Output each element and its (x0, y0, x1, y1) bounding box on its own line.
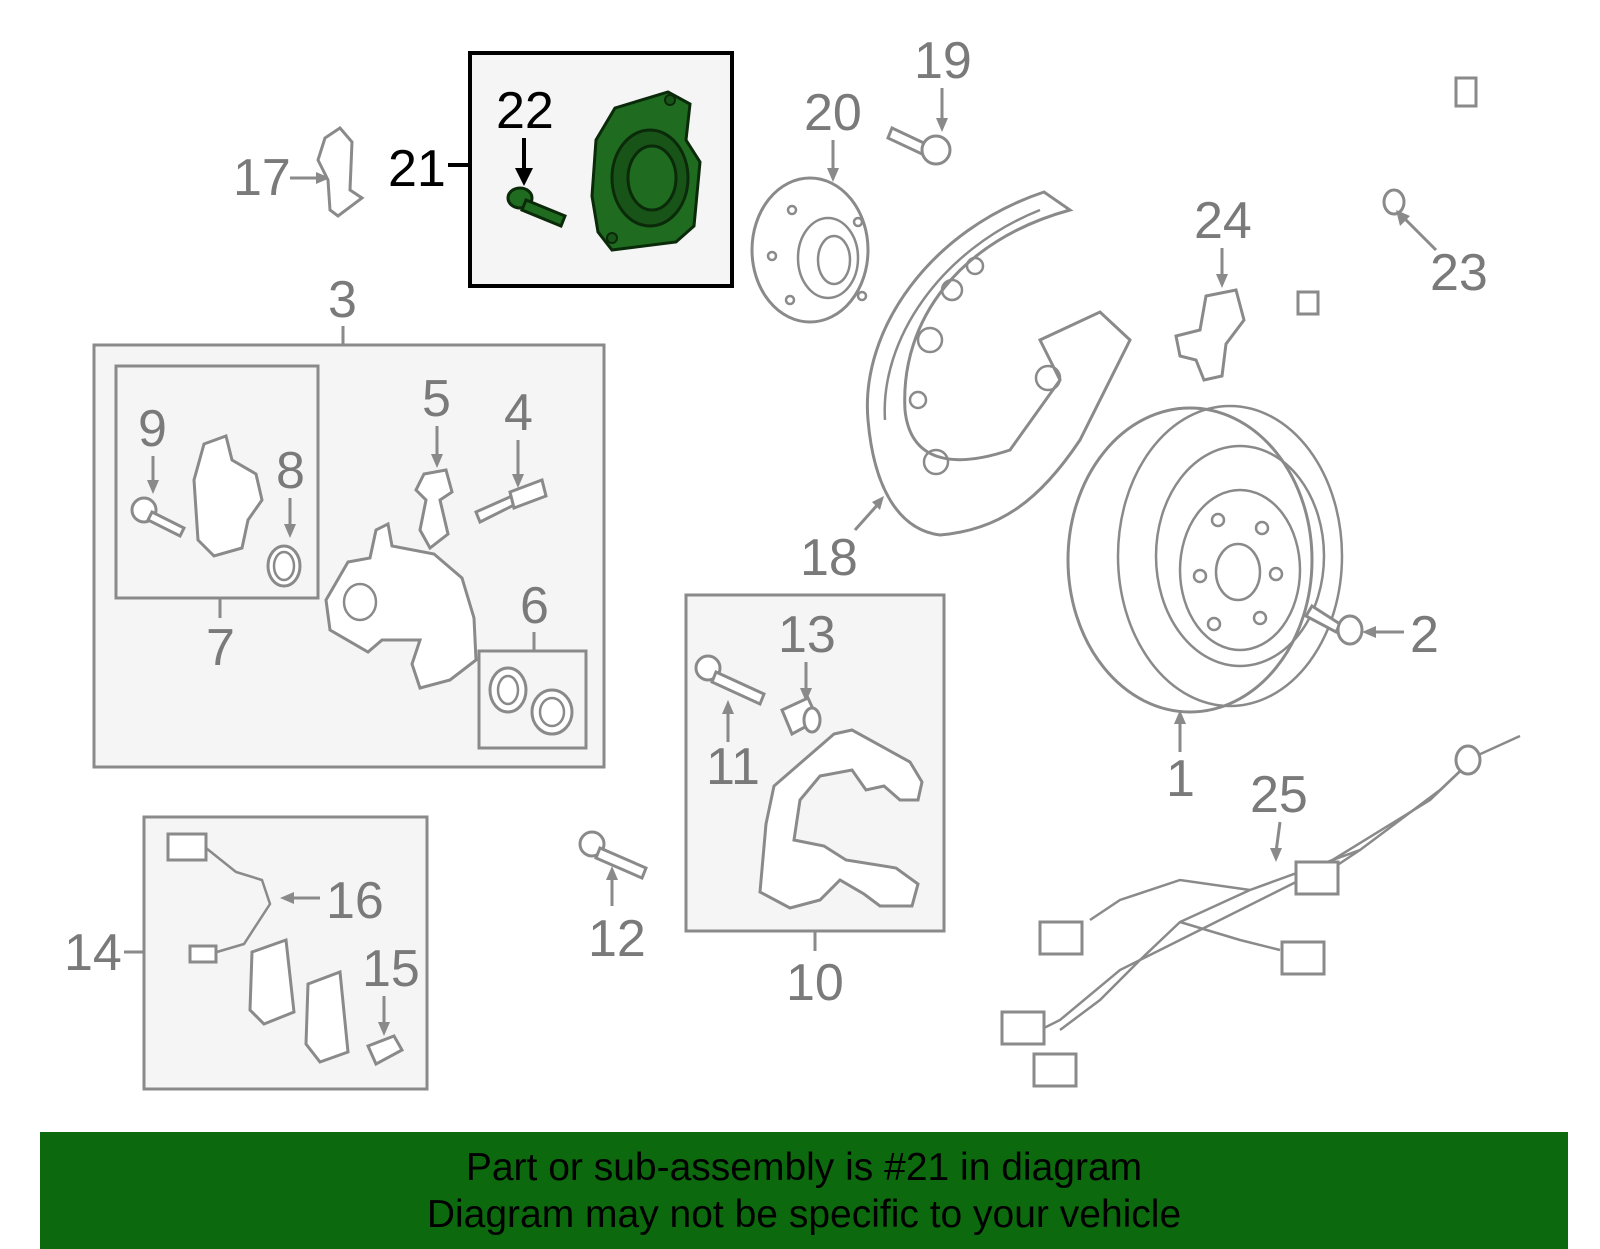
callout-13: 13 (778, 606, 836, 664)
callout-10: 10 (786, 954, 844, 1012)
callout-9: 9 (138, 400, 167, 458)
wheel-speed-sensor-24 (1174, 288, 1246, 382)
wheel-bearing-hub-21 (590, 90, 702, 252)
callout-16: 16 (326, 872, 384, 930)
dust-shield-18 (865, 190, 1132, 537)
callout-21: 21 (388, 140, 446, 198)
callout-12: 12 (588, 910, 646, 968)
brake-rotor-1 (1066, 404, 1344, 714)
callout-23: 23 (1430, 244, 1488, 302)
callout-2: 2 (1410, 606, 1439, 664)
brake-pads (248, 937, 350, 1064)
guide-bushing-13 (780, 696, 822, 737)
wear-sensor-16 (166, 832, 272, 964)
callout-24: 24 (1194, 192, 1252, 250)
callout-17: 17 (233, 149, 291, 207)
callout-8: 8 (276, 442, 305, 500)
callout-18: 18 (800, 529, 858, 587)
bleeder-5 (414, 468, 454, 551)
brake-hose-23 (1296, 76, 1478, 316)
callout-7: 7 (206, 619, 235, 677)
callout-20: 20 (804, 84, 862, 142)
caliper-actuator-7 (192, 434, 264, 558)
caliper-housing (324, 521, 478, 690)
bolt-19 (886, 125, 952, 166)
callout-22: 22 (496, 82, 554, 140)
callout-6: 6 (520, 577, 549, 635)
callout-25: 25 (1250, 766, 1308, 824)
bleeder-screw-4 (474, 478, 548, 525)
banner-line-1: Part or sub-assembly is #21 in diagram (465, 1146, 1143, 1189)
callout-5: 5 (422, 370, 451, 428)
rotor-screw-2 (1303, 603, 1364, 646)
clip-15 (365, 1034, 405, 1067)
hub-bolt-22 (506, 186, 567, 228)
callout-4: 4 (504, 384, 533, 442)
caliper-bracket-10 (758, 728, 924, 910)
wheel-hub-20 (750, 176, 870, 324)
highlight-banner: Part or sub-assembly is #21 in diagram D… (40, 1132, 1568, 1249)
bracket-17 (316, 126, 365, 218)
wiring-harness-25 (1000, 734, 1521, 1088)
bolt-11 (694, 654, 766, 707)
bolt-9 (130, 496, 187, 539)
piston-seal-kit-6 (488, 666, 574, 736)
assembly-box-7 (114, 364, 320, 600)
callout-3: 3 (328, 271, 357, 329)
bolt-12 (578, 830, 648, 880)
callout-19: 19 (914, 32, 972, 90)
callout-11: 11 (706, 738, 760, 796)
callout-15: 15 (362, 940, 420, 998)
callout-1: 1 (1166, 750, 1195, 808)
parts-diagram: 21 22 17 20 19 (64, 32, 1521, 1091)
banner-line-2: Diagram may not be specific to your vehi… (426, 1193, 1182, 1236)
callout-14: 14 (64, 924, 122, 982)
